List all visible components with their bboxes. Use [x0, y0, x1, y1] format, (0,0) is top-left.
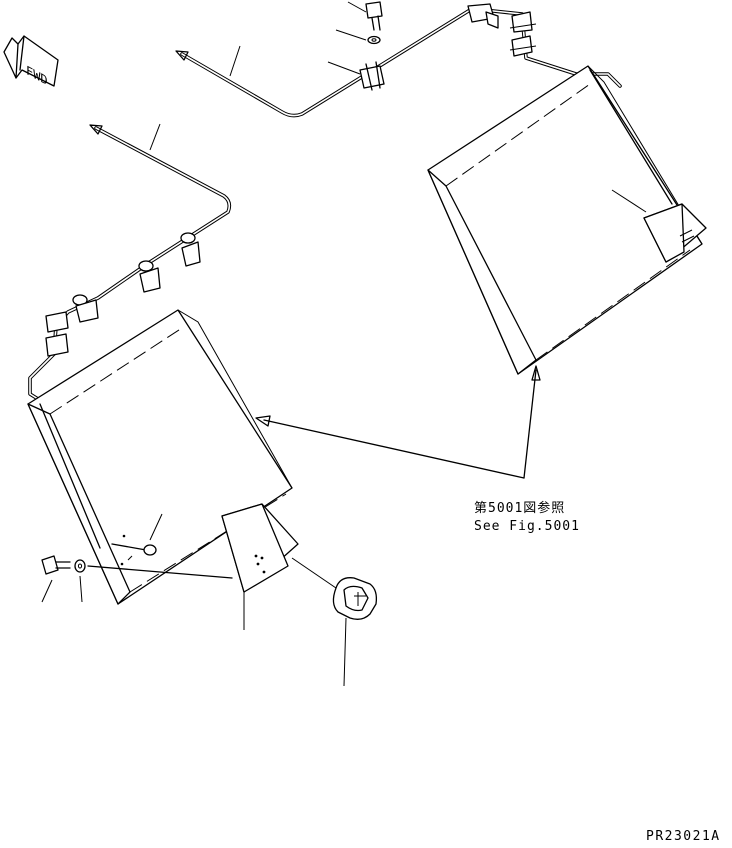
ground-wire: [87, 513, 233, 579]
connector-bracket: [221, 503, 299, 630]
drawing-code: PR23021A: [646, 829, 721, 844]
lower-washer: [74, 559, 86, 603]
reference-text-en: See Fig.5001: [474, 519, 580, 534]
top-washer: [335, 29, 381, 45]
lower-clamp-2: [138, 260, 161, 293]
lower-clamp-3: [72, 294, 99, 323]
reference-leaders: [255, 365, 541, 479]
reference-text-jp: 第5001図参照: [474, 500, 565, 516]
upper-clamp-2: [509, 11, 537, 57]
lower-clamp-1: [180, 232, 201, 267]
lower-bolt: [41, 555, 71, 603]
upper-panel: [427, 65, 707, 375]
upper-clamp-1: [467, 3, 499, 29]
arrow-left-icon: [3, 35, 59, 87]
fwd-label: FWD: [26, 64, 48, 90]
fwd-marker: FWD: [3, 35, 59, 90]
lower-clamp-4: [45, 311, 69, 357]
top-bolt: [347, 1, 383, 31]
top-clamp: [327, 61, 385, 91]
plug-connector: [291, 557, 378, 687]
reference-note: 第5001図参照 See Fig.5001: [474, 500, 580, 534]
